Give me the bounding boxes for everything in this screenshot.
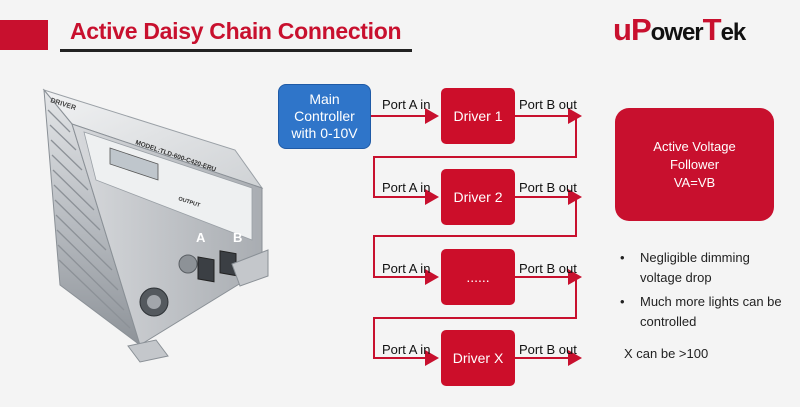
driver-count-note: X can be >100	[624, 346, 709, 361]
logo-part-u: u	[613, 12, 632, 47]
title-underline	[60, 49, 412, 52]
port-a-marker: A	[196, 230, 206, 245]
driver-ellipsis-port-out-label: Port B out	[519, 261, 577, 276]
driver-ellipsis-port-in-label: Port A in	[382, 261, 431, 276]
slide-title: Active Daisy Chain Connection	[70, 18, 402, 44]
logo-part-t: T	[702, 12, 722, 47]
driver-1-port-out-label: Port B out	[519, 97, 577, 112]
driver-2-port-in-label: Port A in	[382, 180, 431, 195]
driver-x-box: Driver X	[441, 330, 515, 386]
follower-line-2: Follower	[669, 156, 720, 172]
controller-line-1: Main	[309, 91, 340, 107]
benefit-list: • Negligible dimming voltage drop • Much m…	[620, 248, 790, 336]
port-b-marker: B	[233, 230, 242, 245]
follower-line-1: Active Voltage	[653, 138, 736, 154]
logo-part-p: P	[630, 12, 652, 47]
benefit-item: • Much more lights can be controlled	[620, 292, 790, 332]
driver-x-port-in-label: Port A in	[382, 342, 431, 357]
driver-2-box: Driver 2	[441, 169, 515, 225]
main-controller-box: Main Controller with 0-10V	[278, 84, 371, 149]
driver-1-box: Driver 1	[441, 88, 515, 144]
driver-1-port-in-label: Port A in	[382, 97, 431, 112]
bullet-dot-icon: •	[620, 250, 625, 265]
benefit-text: Negligible dimming voltage drop	[640, 250, 750, 285]
benefit-text: Much more lights can be controlled	[640, 294, 782, 329]
led-driver-product-image: DRIVER MODEL:TLD-600-C420-ERU OUTPUT A B	[42, 88, 269, 363]
driver-x-port-out-label: Port B out	[519, 342, 577, 357]
follower-formula: VA=VB	[673, 174, 716, 190]
driver-ellipsis-box: ......	[441, 249, 515, 305]
benefit-item: • Negligible dimming voltage drop	[620, 248, 790, 288]
logo-part-ek: ek	[720, 19, 747, 46]
driver-2-port-out-label: Port B out	[519, 180, 577, 195]
active-voltage-follower-box: Active Voltage Follower VA=VB	[615, 108, 774, 221]
controller-line-3: with 0-10V	[291, 125, 358, 141]
controller-line-2: Controller	[294, 108, 355, 124]
brand-logo: uPowerTek	[613, 12, 747, 48]
title-accent-bar	[0, 20, 48, 50]
logo-part-ower: ower	[650, 19, 704, 46]
bullet-dot-icon: •	[620, 294, 625, 309]
